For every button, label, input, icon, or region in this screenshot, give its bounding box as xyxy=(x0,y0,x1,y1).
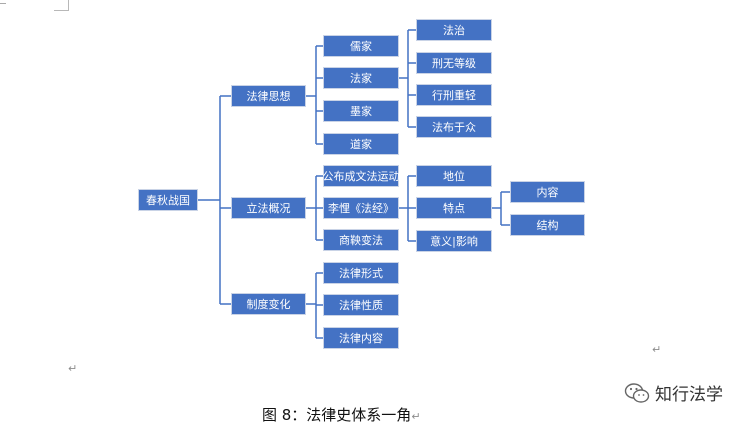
node-written-law-movement: 公布成文法运动 xyxy=(323,165,400,187)
node-legal-thought: 法律思想 xyxy=(231,85,306,107)
page-edge-mark xyxy=(0,0,6,4)
node-significance: 意义|影响 xyxy=(416,230,492,252)
node-no-punishment-ranks: 刑无等级 xyxy=(416,52,492,74)
node-law-nature: 法律性质 xyxy=(323,294,399,316)
watermark: 知行法学 xyxy=(624,380,723,405)
node-confucianism: 儒家 xyxy=(323,35,399,57)
node-structure: 结构 xyxy=(510,214,585,236)
caption-text: 图 8：法律史体系一角 xyxy=(262,406,412,424)
node-law-content: 法律内容 xyxy=(323,327,399,349)
node-taoism: 道家 xyxy=(323,133,399,155)
node-legalism: 法家 xyxy=(323,67,399,89)
node-law-published: 法布于众 xyxy=(416,116,492,138)
node-status: 地位 xyxy=(416,165,492,187)
paragraph-mark: ↵ xyxy=(652,343,662,356)
watermark-text: 知行法学 xyxy=(655,385,723,405)
node-law-form: 法律形式 xyxy=(323,262,399,284)
node-mohism: 墨家 xyxy=(323,100,399,122)
page-corner-mark xyxy=(54,0,69,11)
paragraph-mark: ↵ xyxy=(68,362,78,375)
node-fajing: 李悝《法经》 xyxy=(323,197,399,219)
node-root: 春秋战国 xyxy=(138,189,198,211)
node-characteristics: 特点 xyxy=(416,197,492,219)
node-system-change: 制度变化 xyxy=(231,293,306,315)
paragraph-mark: ↵ xyxy=(411,410,421,423)
node-legislation-overview: 立法概况 xyxy=(231,197,306,219)
node-shang-yang-reform: 商鞅变法 xyxy=(323,229,399,251)
wechat-icon xyxy=(624,382,650,403)
node-heavy-penalties: 行刑重轻 xyxy=(416,84,492,106)
node-rule-of-law: 法治 xyxy=(416,19,492,41)
figure-caption: 图 8：法律史体系一角↵ xyxy=(262,404,421,425)
node-content: 内容 xyxy=(510,181,585,203)
